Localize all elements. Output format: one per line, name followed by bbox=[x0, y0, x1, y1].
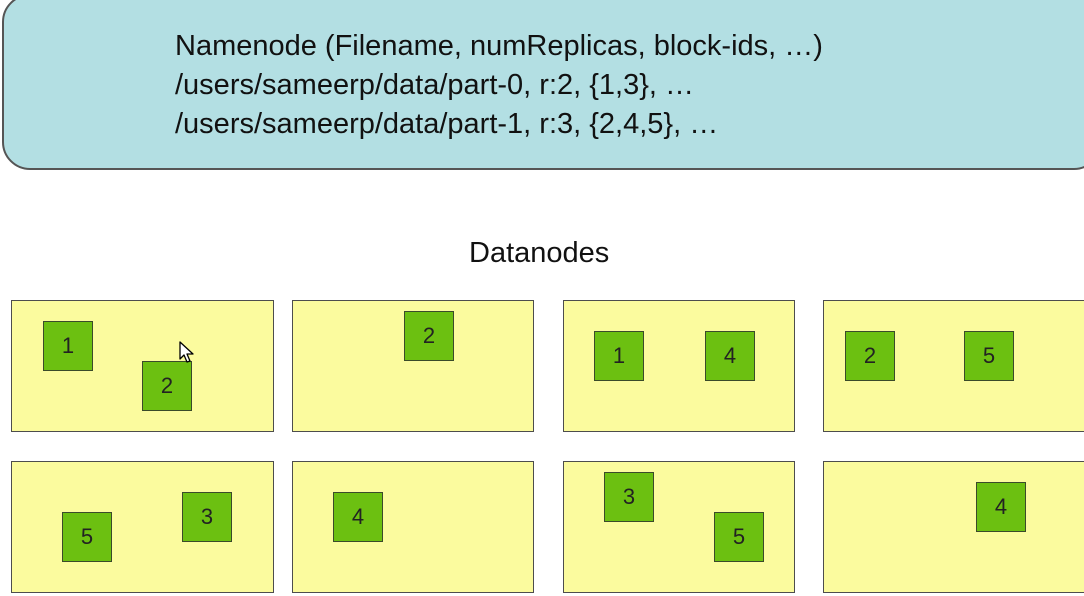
block: 2 bbox=[845, 331, 895, 381]
datanode-8: 4 bbox=[823, 461, 1084, 593]
namenode-entry-part-0: /users/sameerp/data/part-0, r:2, {1,3}, … bbox=[175, 69, 695, 101]
datanode-1: 1 2 bbox=[11, 300, 274, 432]
namenode-entry-part-1: /users/sameerp/data/part-1, r:3, {2,4,5}… bbox=[175, 108, 719, 140]
block: 2 bbox=[142, 361, 192, 411]
block: 4 bbox=[705, 331, 755, 381]
namenode-header: Namenode (Filename, numReplicas, block-i… bbox=[175, 30, 823, 62]
block: 3 bbox=[604, 472, 654, 522]
block: 5 bbox=[964, 331, 1014, 381]
datanode-4: 2 5 bbox=[823, 300, 1084, 432]
datanode-5: 5 3 bbox=[11, 461, 274, 593]
datanode-2: 2 bbox=[292, 300, 534, 432]
datanode-7: 3 5 bbox=[563, 461, 795, 593]
block: 5 bbox=[62, 512, 112, 562]
block: 1 bbox=[43, 321, 93, 371]
block: 2 bbox=[404, 311, 454, 361]
block: 3 bbox=[182, 492, 232, 542]
block: 4 bbox=[976, 482, 1026, 532]
block: 1 bbox=[594, 331, 644, 381]
datanodes-title: Datanodes bbox=[469, 237, 610, 269]
block: 5 bbox=[714, 512, 764, 562]
namenode-box bbox=[2, 0, 1084, 170]
datanode-3: 1 4 bbox=[563, 300, 795, 432]
block: 4 bbox=[333, 492, 383, 542]
datanode-6: 4 bbox=[292, 461, 534, 593]
mouse-pointer-icon bbox=[179, 341, 194, 363]
